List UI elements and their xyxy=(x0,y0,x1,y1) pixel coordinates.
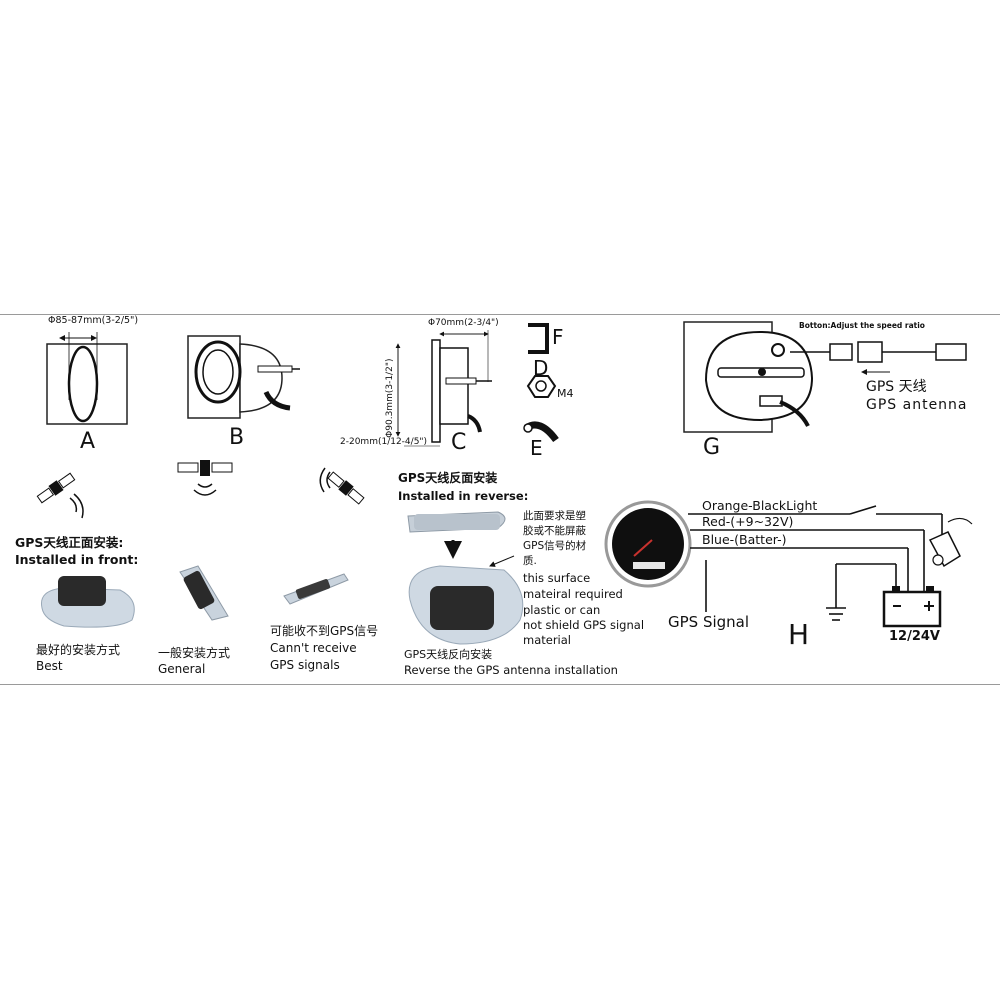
figure-c-side-profile xyxy=(395,330,492,447)
figure-b-gauge-mounted xyxy=(187,335,300,419)
cutout-diameter-label: Φ85-87mm(3-2/5") xyxy=(48,315,139,326)
figure-a-panel-cutout xyxy=(46,332,128,425)
figure-label-d: D xyxy=(533,356,549,380)
satellite-icon xyxy=(177,460,233,496)
battery-voltage-label: 12/24V xyxy=(889,629,940,644)
reverse-caption-cn: GPS天线反向安装 xyxy=(404,648,493,661)
figure-label-e: E xyxy=(530,436,543,460)
wiring-diagram-h xyxy=(604,500,973,628)
outer-diameter-label: Φ90.3mm(3-1/2") xyxy=(384,358,395,438)
surface-note-en-1: this surface xyxy=(523,571,591,585)
figure-label-g: G xyxy=(703,435,721,460)
best-caption-en: Best xyxy=(36,659,63,673)
surface-note-en-5: material xyxy=(523,633,571,647)
antenna-tilted-install xyxy=(179,565,229,621)
figure-label-a: A xyxy=(80,429,96,454)
figure-label-f: F xyxy=(552,325,564,349)
figure-label-b: B xyxy=(229,425,245,450)
wire-blue-label: Blue-(Batter-) xyxy=(702,532,787,547)
no-signal-caption-cn: 可能收不到GPS信号 xyxy=(270,624,379,638)
reverse-install-heading-en: Installed in reverse: xyxy=(398,489,529,503)
satellite-icon xyxy=(319,467,365,505)
best-caption-cn: 最好的安装方式 xyxy=(36,643,121,657)
wire-orange-label: Orange-BlackLight xyxy=(702,498,818,513)
antenna-inverted-install xyxy=(283,573,349,605)
surface-note-cn-2: 胶或不能屏蔽 xyxy=(523,525,586,537)
part-d-nut xyxy=(526,375,557,398)
part-e-cable xyxy=(523,421,559,443)
surface-note-en-4: not shield GPS signal xyxy=(523,618,645,632)
figure-label-h: H xyxy=(788,618,810,651)
no-signal-caption-en-2: GPS signals xyxy=(270,658,340,672)
front-install-heading-en: Installed in front: xyxy=(15,552,139,567)
general-caption-en: General xyxy=(158,662,206,676)
figure-g-rear-view xyxy=(683,321,967,433)
nut-size-label: M4 xyxy=(557,387,574,400)
no-signal-caption-en-1: Cann't receive xyxy=(270,641,357,655)
antenna-reverse-install xyxy=(407,511,524,645)
reverse-install-heading-cn: GPS天线反面安装 xyxy=(398,471,498,485)
wire-red-label: Red-(+9~32V) xyxy=(702,514,794,529)
gps-antenna-label-cn: GPS 天线 xyxy=(866,379,927,395)
figure-label-c: C xyxy=(451,430,467,455)
surface-note-en-2: mateiral required xyxy=(523,587,623,601)
bottom-divider xyxy=(0,684,1000,685)
gps-signal-label: GPS Signal xyxy=(668,613,750,631)
antenna-front-install xyxy=(40,576,135,628)
inner-diameter-label: Φ70mm(2-3/4") xyxy=(428,318,499,328)
surface-note-en-3: plastic or can xyxy=(523,603,601,617)
satellite-icon xyxy=(36,472,84,519)
surface-note-cn-4: 质. xyxy=(523,555,537,567)
surface-note-cn-3: GPS信号的材 xyxy=(523,540,587,552)
gps-antenna-label-en: GPS antenna xyxy=(866,397,968,413)
reverse-caption-en: Reverse the GPS antenna installation xyxy=(404,663,618,677)
speed-ratio-note: Botton:Adjust the speed ratio xyxy=(799,321,925,330)
top-divider xyxy=(0,314,1000,315)
part-f-bracket xyxy=(528,323,549,354)
front-install-heading-cn: GPS天线正面安装: xyxy=(15,535,124,550)
surface-note-cn-1: 此面要求是塑 xyxy=(523,510,586,522)
panel-thickness-label: 2-20mm(1/12-4/5") xyxy=(340,437,428,447)
general-caption-cn: 一般安装方式 xyxy=(158,646,231,660)
